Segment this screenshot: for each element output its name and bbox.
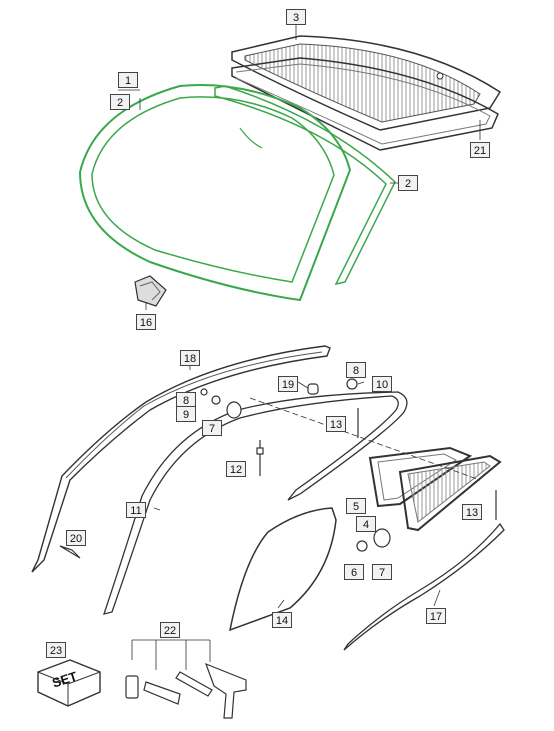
callout-12[interactable]: 12	[226, 461, 246, 477]
callout-19[interactable]: 19	[278, 376, 298, 392]
callout-7a[interactable]: 7	[202, 420, 222, 436]
door-seal[interactable]	[103, 391, 408, 615]
screw-8a	[200, 388, 208, 396]
callout-10[interactable]: 10	[372, 376, 392, 392]
callout-23[interactable]: 23	[46, 642, 66, 658]
callout-6[interactable]: 6	[344, 564, 364, 580]
callout-13a[interactable]: 13	[326, 416, 346, 432]
washer-6	[356, 540, 368, 552]
callout-7b[interactable]: 7	[372, 564, 392, 580]
callout-21[interactable]: 21	[470, 142, 490, 158]
callout-17[interactable]: 17	[426, 608, 446, 624]
lower-seal[interactable]	[343, 522, 505, 651]
callout-2a[interactable]: 2	[110, 94, 130, 110]
windshield-trim[interactable]	[214, 85, 396, 286]
callout-13b[interactable]: 13	[462, 504, 482, 520]
callout-22[interactable]: 22	[160, 622, 180, 638]
cap-7b	[373, 528, 391, 548]
roof-glass[interactable]	[231, 35, 502, 131]
callout-3[interactable]: 3	[286, 9, 306, 25]
fasteners	[59, 366, 497, 559]
grommet-10	[346, 378, 358, 390]
callout-1[interactable]: 1	[118, 72, 138, 88]
callout-2b[interactable]: 2	[398, 175, 418, 191]
pin-20	[59, 545, 81, 559]
callout-11[interactable]: 11	[126, 502, 146, 518]
set-box[interactable]	[37, 659, 101, 707]
windshield[interactable]	[78, 83, 352, 302]
callout-9[interactable]: 9	[176, 406, 196, 422]
mirror-mount[interactable]	[134, 275, 167, 307]
callout-8b[interactable]: 8	[346, 362, 366, 378]
tool-kit[interactable]	[125, 662, 247, 719]
callout-16[interactable]: 16	[136, 314, 156, 330]
callout-18[interactable]: 18	[180, 350, 200, 366]
roof-rail-seal[interactable]	[31, 345, 331, 573]
callout-20[interactable]: 20	[66, 530, 86, 546]
quarter-window-glass[interactable]	[398, 454, 502, 532]
callout-5[interactable]: 5	[346, 498, 366, 514]
cap-7a	[226, 401, 242, 419]
clip-19	[307, 383, 319, 395]
washer-9	[211, 395, 221, 405]
callout-4[interactable]: 4	[356, 516, 376, 532]
door-glass[interactable]	[229, 507, 337, 632]
callout-14[interactable]: 14	[272, 612, 292, 628]
leader-lines	[118, 24, 481, 670]
